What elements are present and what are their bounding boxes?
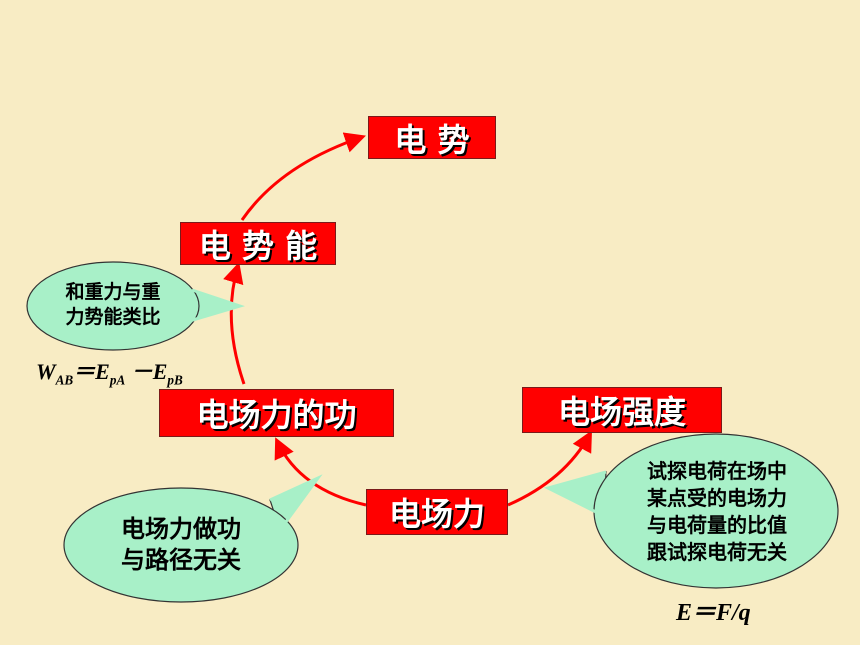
bubble-line: 和重力与重 [65,281,161,303]
bubble-line: 某点受的电场力 [647,486,787,510]
arrow-work-to-energy [223,261,246,385]
box-potential-energy: 电 势 能 [180,222,336,265]
bubble-definition-text: 试探电荷在场中 某点受的电场力 与电荷量的比值 跟试探电荷无关 [612,458,822,566]
arrow-force-to-field [507,430,593,507]
formula-sub: pB [167,372,183,388]
bubble-gravity-analogy [26,261,245,351]
formula-work: WAB＝EpA －EpB [36,354,183,388]
bubble-line: 与电荷量的比值 [647,513,787,537]
bubble-line: 与路径无关 [121,546,241,575]
formula-part: －E [125,359,168,384]
bubble-line: 力势能类比 [65,305,161,328]
bubble-gravity-analogy-text: 和重力与重 力势能类比 [38,280,188,329]
bubble-line: 跟试探电荷无关 [647,540,787,564]
arrow-energy-to-potential [240,132,366,221]
bubble-definition [543,433,839,589]
bubble-line: 电场力做功 [121,515,241,543]
bubble-path-independent-text: 电场力做功 与路径无关 [86,514,276,576]
formula-sub: pA [109,372,126,388]
box-electric-potential: 电 势 [368,116,496,159]
bubble-path-independent [63,474,323,603]
bubble-line: 试探电荷在场中 [647,459,787,483]
formula-part: W [36,359,56,384]
box-field-force-work: 电场力的功 [159,389,394,437]
box-field-strength: 电场强度 [522,387,722,433]
formula-sub: AB [55,372,74,388]
box-field-force: 电场力 [366,489,508,535]
formula-part: ＝E [73,359,110,384]
formula-field: E＝F/q [676,600,751,626]
